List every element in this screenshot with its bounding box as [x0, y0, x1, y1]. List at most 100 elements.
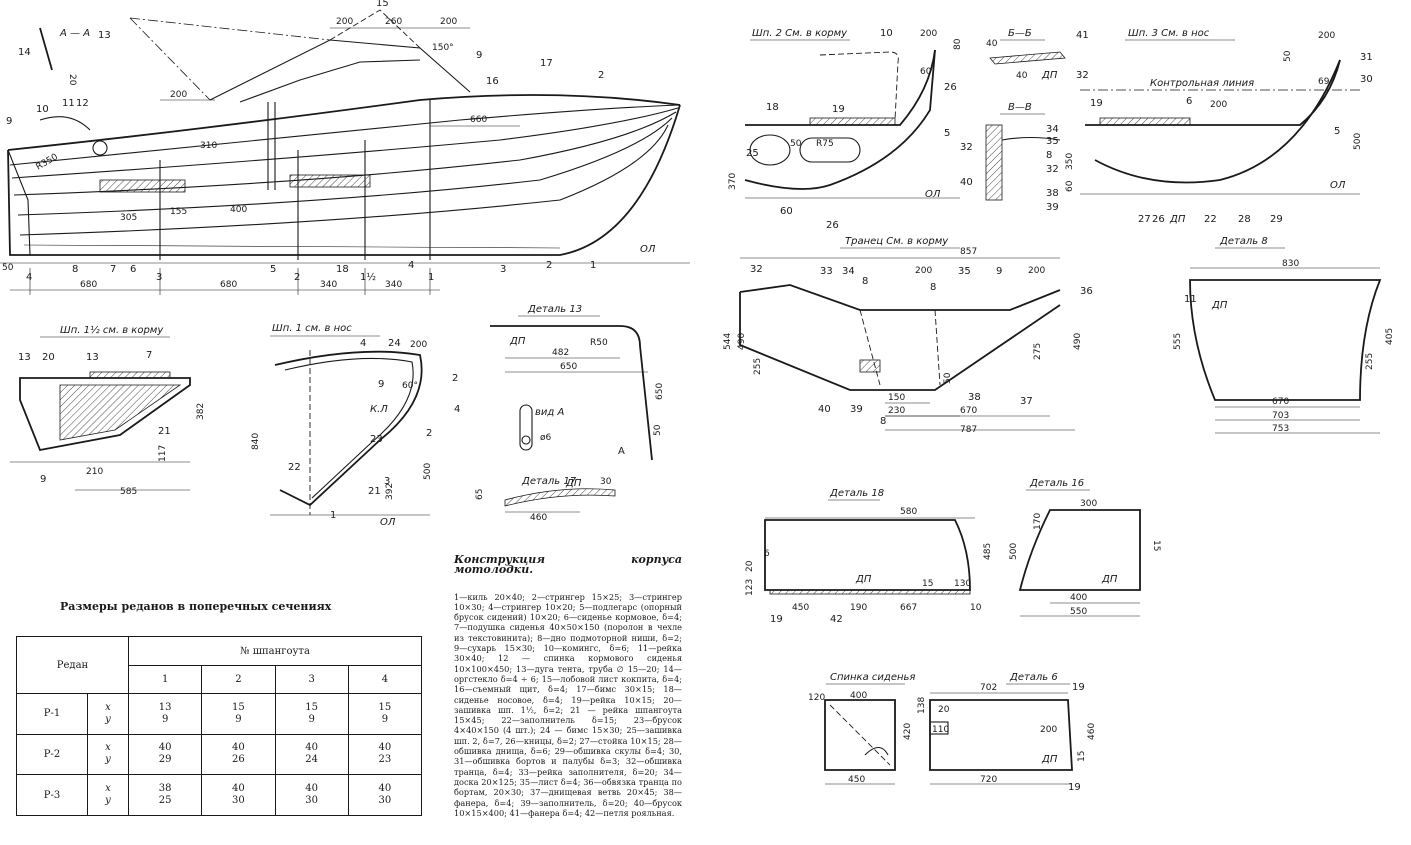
svg-text:35: 35 — [1046, 136, 1059, 147]
svg-text:20: 20 — [42, 352, 55, 363]
svg-text:200: 200 — [1040, 725, 1057, 735]
svg-text:6: 6 — [1186, 96, 1192, 107]
svg-text:ø6: ø6 — [540, 433, 552, 443]
cell-y: 30 — [378, 795, 392, 807]
svg-text:32: 32 — [750, 264, 763, 275]
svg-text:170: 170 — [1033, 513, 1043, 530]
svg-text:8: 8 — [930, 282, 936, 293]
seat-back-title: Спинка сиденья — [830, 672, 915, 683]
frame-stations — [159, 100, 431, 260]
detail-6-title: Деталь 6 — [1009, 672, 1058, 683]
svg-text:1: 1 — [428, 272, 434, 283]
svg-text:702: 702 — [980, 683, 997, 693]
x-label: x — [105, 701, 111, 713]
svg-text:11: 11 — [62, 98, 75, 109]
svg-text:400: 400 — [230, 205, 247, 215]
side-view-callouts: 13 9 10 11 12 8 7 6 5 18 4 3 2 1 2 17 16… — [6, 0, 604, 275]
frame-1-5-title: Шп. 1½ см. в корму — [60, 324, 164, 336]
step-name: Р-1 — [16, 693, 88, 735]
svg-text:340: 340 — [385, 280, 402, 290]
cell-y: 9 — [381, 713, 389, 725]
steps-col-1: 1 — [127, 665, 203, 694]
svg-text:382: 382 — [196, 403, 206, 420]
svg-text:490: 490 — [737, 333, 747, 350]
y-label: y — [105, 795, 111, 807]
svg-text:60: 60 — [780, 206, 793, 217]
detail-8-title: Деталь 8 — [1219, 236, 1268, 247]
svg-text:420: 420 — [903, 723, 913, 740]
svg-text:210: 210 — [86, 467, 103, 477]
detail-16: Деталь 16 300 170 500 15 ДП 400 550 — [1009, 478, 1161, 617]
svg-text:65: 65 — [475, 489, 485, 500]
cell-y: 9 — [161, 713, 169, 725]
svg-text:500: 500 — [1353, 133, 1363, 150]
svg-text:9: 9 — [996, 266, 1002, 277]
svg-text:200: 200 — [410, 340, 427, 350]
frame-3-title: Шп. 3 См. в нос — [1128, 28, 1210, 39]
svg-text:8: 8 — [72, 264, 78, 275]
svg-text:650: 650 — [560, 362, 577, 372]
detail-18-title: Деталь 18 — [829, 488, 884, 499]
steps-header-left: Редан — [16, 636, 129, 694]
svg-text:255: 255 — [1365, 353, 1375, 370]
svg-text:2: 2 — [546, 260, 552, 271]
svg-text:405: 405 — [1385, 328, 1395, 345]
cell-y: 24 — [305, 754, 318, 766]
caption-body: 1—киль 20×40; 2—стрингер 15×25; 3—стринг… — [454, 591, 682, 818]
svg-text:29: 29 — [1270, 214, 1283, 225]
svg-text:20: 20 — [67, 74, 77, 86]
detail17-dp: ДП — [565, 478, 582, 489]
cell-y: 23 — [378, 754, 392, 766]
svg-text:10: 10 — [880, 28, 893, 39]
svg-text:40: 40 — [818, 404, 831, 415]
svg-text:R50: R50 — [590, 338, 608, 348]
svg-text:200: 200 — [1318, 31, 1335, 41]
detail6-dp: ДП — [1041, 754, 1058, 765]
section-vv-title: В—В — [1008, 102, 1032, 113]
svg-text:117: 117 — [158, 445, 168, 462]
svg-text:32: 32 — [960, 142, 973, 153]
svg-text:50: 50 — [1283, 50, 1293, 62]
svg-text:3: 3 — [384, 476, 390, 487]
svg-text:27: 27 — [1138, 214, 1151, 225]
svg-text:138: 138 — [917, 697, 927, 714]
svg-text:22: 22 — [288, 462, 301, 473]
svg-text:305: 305 — [120, 213, 137, 223]
svg-text:660: 660 — [470, 115, 487, 125]
svg-text:60: 60 — [920, 67, 932, 77]
svg-text:42: 42 — [830, 614, 843, 625]
svg-text:32: 32 — [1076, 70, 1089, 81]
svg-text:4: 4 — [360, 338, 366, 349]
detail8-dp: ДП — [1211, 300, 1228, 311]
svg-text:32: 32 — [1046, 164, 1059, 175]
svg-text:16: 16 — [486, 76, 499, 87]
svg-text:490: 490 — [1073, 333, 1083, 350]
view-a-label: вид А — [535, 407, 564, 418]
svg-text:38: 38 — [968, 392, 981, 403]
svg-text:544: 544 — [723, 333, 733, 350]
svg-text:9: 9 — [6, 116, 12, 127]
svg-text:10: 10 — [36, 104, 49, 115]
svg-text:6: 6 — [130, 264, 136, 275]
cell-x: 40 — [158, 742, 172, 754]
svg-text:585: 585 — [120, 487, 137, 497]
detail-13-title: Деталь 13 — [527, 304, 582, 315]
x-label: x — [105, 742, 111, 754]
step-name: Р-2 — [16, 733, 88, 776]
svg-text:200: 200 — [170, 90, 187, 100]
svg-text:482: 482 — [552, 348, 569, 358]
svg-text:34: 34 — [842, 266, 855, 277]
steps-col-2: 2 — [201, 665, 276, 694]
steps-header-group: № шпангоута — [128, 636, 422, 666]
svg-text:670: 670 — [1272, 397, 1289, 407]
svg-text:69: 69 — [1318, 77, 1330, 87]
svg-text:9: 9 — [476, 50, 482, 61]
svg-text:50: 50 — [790, 139, 802, 149]
svg-text:41: 41 — [1076, 30, 1089, 41]
svg-text:230: 230 — [888, 406, 905, 416]
frame3-dp: ДП — [1169, 214, 1186, 225]
